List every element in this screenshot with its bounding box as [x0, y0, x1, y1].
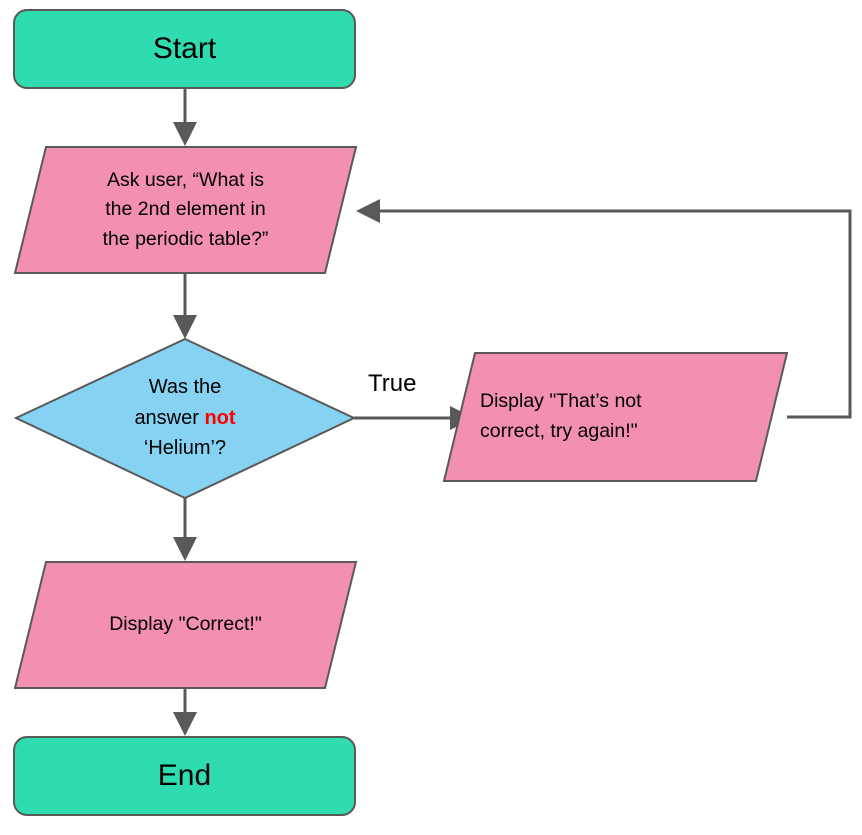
edge-correct-to-end — [173, 688, 197, 736]
node-end[interactable] — [13, 736, 356, 816]
node-start[interactable] — [13, 9, 356, 89]
node-show-retry[interactable] — [442, 352, 789, 482]
edge-retry-to-ask — [356, 199, 852, 419]
node-show-correct[interactable] — [13, 561, 358, 689]
node-check-answer[interactable] — [13, 337, 357, 500]
edge-label-true: True — [368, 370, 417, 397]
edge-start-to-ask — [173, 88, 197, 146]
edge-check-to-retry — [354, 406, 474, 430]
edge-ask-to-check — [173, 273, 197, 339]
edge-check-to-correct — [173, 498, 197, 561]
node-ask-question[interactable] — [13, 146, 358, 274]
